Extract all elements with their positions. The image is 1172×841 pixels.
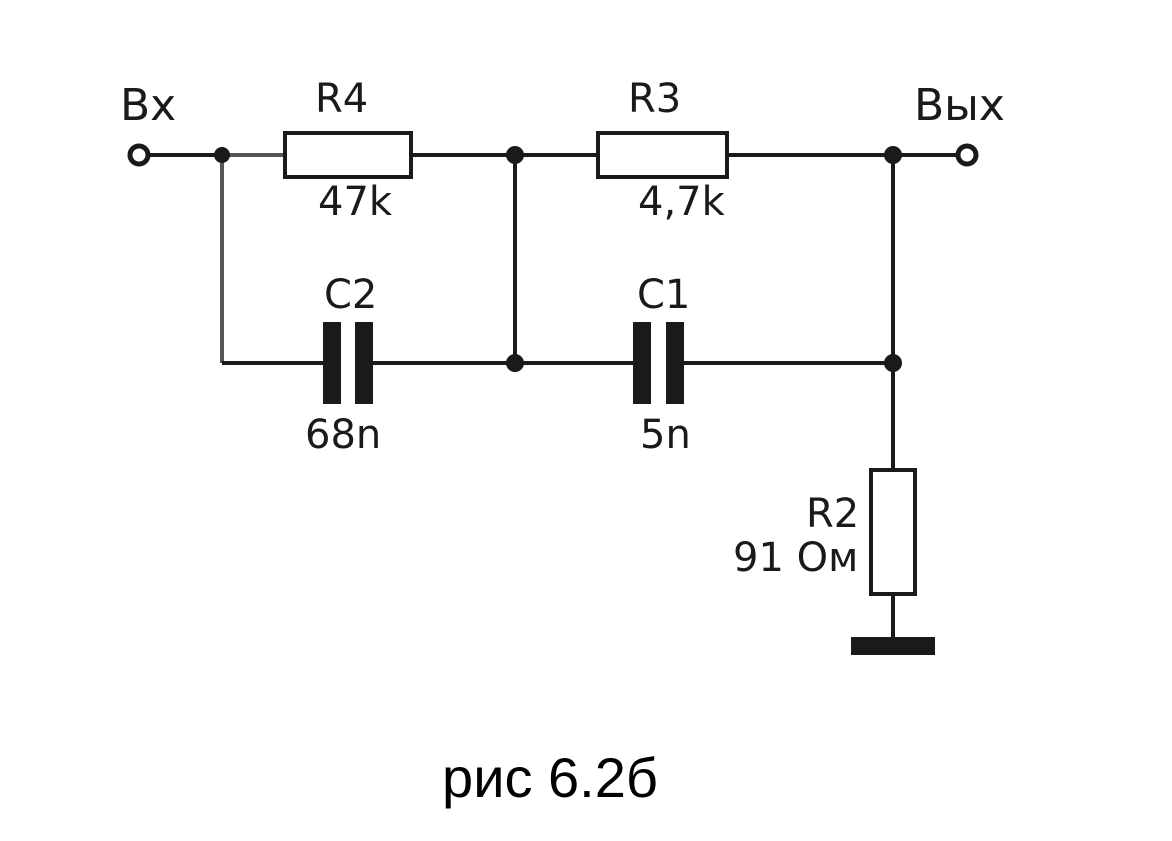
r2-value: 91 Ом: [733, 535, 858, 581]
c1-value: 5n: [640, 412, 691, 458]
capacitor-c1: [633, 322, 684, 404]
capacitor-c2-plate-left: [323, 322, 341, 404]
capacitor-c1-plate-left: [633, 322, 651, 404]
junction-mid-bottom: [506, 354, 524, 372]
junction-input: [214, 147, 230, 163]
input-label: Вх: [120, 80, 176, 131]
capacitor-c1-plate-right: [666, 322, 684, 404]
r4-designator: R4: [315, 76, 368, 122]
r3-value: 4,7k: [638, 179, 726, 225]
ground-symbol: [851, 637, 935, 655]
input-terminal: [127, 143, 151, 167]
r4-value: 47k: [318, 179, 393, 225]
output-terminal: [955, 143, 979, 167]
resistor-r2: [869, 468, 917, 596]
capacitor-c2: [323, 322, 373, 404]
c1-designator: C1: [637, 272, 690, 318]
r3-designator: R3: [628, 76, 681, 122]
figure-caption: рис 6.2б: [442, 746, 658, 809]
c2-value: 68n: [305, 412, 381, 458]
junction-out-bottom: [884, 354, 902, 372]
capacitor-c2-plate-right: [355, 322, 373, 404]
resistor-r4: [283, 131, 413, 179]
output-label: Вых: [914, 80, 1005, 131]
r2-designator: R2: [806, 491, 859, 537]
resistor-r3: [596, 131, 729, 179]
junction-mid-top: [506, 146, 524, 164]
junction-out-top: [884, 146, 902, 164]
c2-designator: C2: [324, 272, 377, 318]
